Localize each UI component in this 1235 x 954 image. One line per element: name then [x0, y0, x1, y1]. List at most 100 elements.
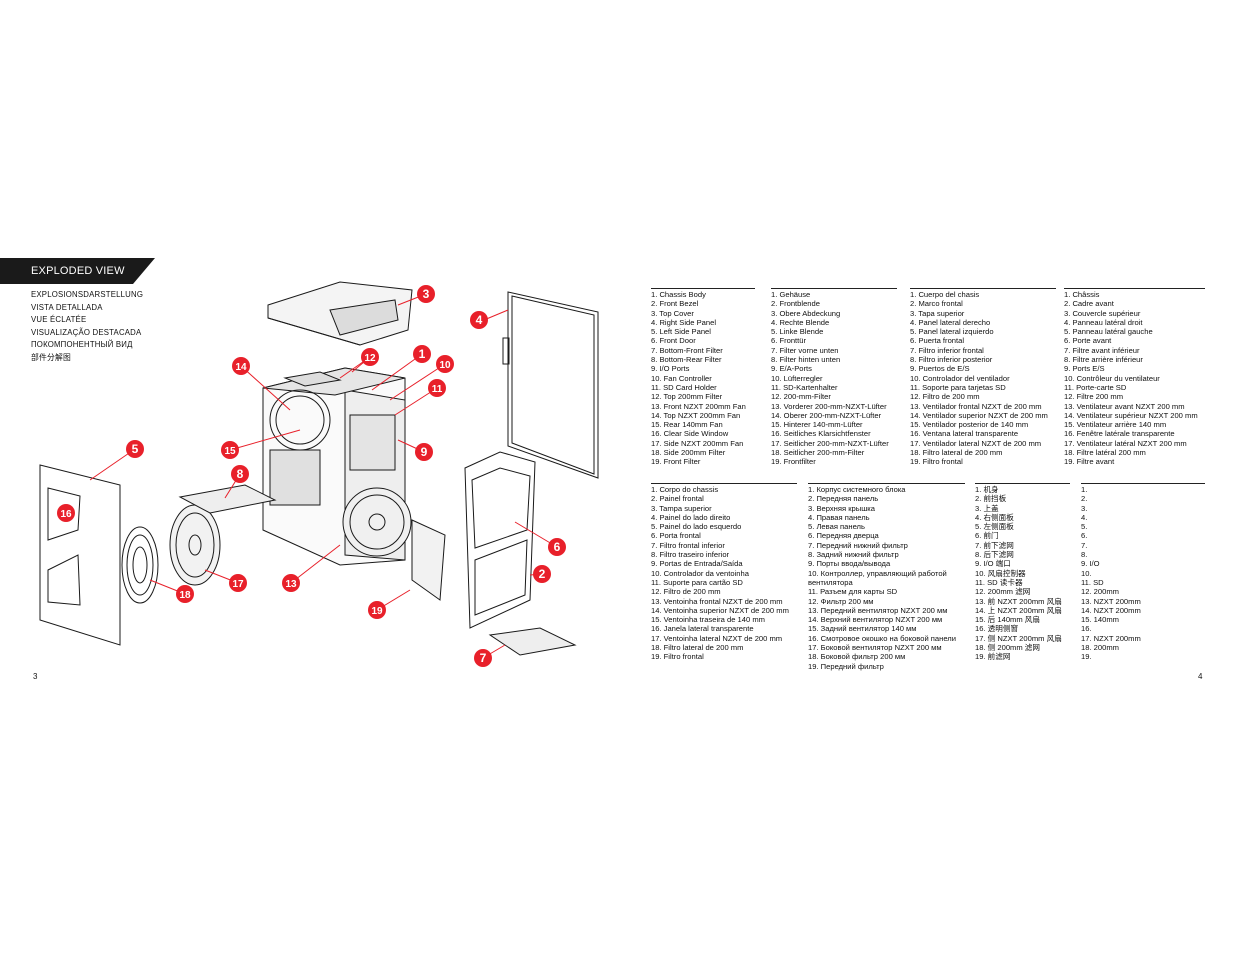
list-item: 9. Portas de Entrada/Saída: [651, 559, 743, 569]
list-item: 15. Ventilador posterior de 140 mm: [910, 420, 1029, 430]
list-item: 6. Передняя дверца: [808, 531, 879, 541]
list-item: 6. Porte avant: [1064, 336, 1112, 346]
list-item: 1. Corpo do chassis: [651, 485, 719, 494]
list-item: 18. 侧 200mm 滤网: [975, 643, 1040, 653]
list-item: 18. Filtre latéral 200 mm: [1064, 448, 1146, 458]
callout-2: 2: [533, 565, 551, 583]
list-item: 15. Hinterer 140-mm-Lüfter: [771, 420, 863, 430]
list-item: 15. Ventoinha traseira de 140 mm: [651, 615, 765, 625]
list-item: 9. Порты ввода/вывода: [808, 559, 891, 569]
list-item: 10. 风扇控制器: [975, 568, 1026, 578]
list-item: 7. Filtro frontal inferior: [651, 540, 725, 550]
list-item: 13. Ventoinha frontal NZXT de 200 mm: [651, 596, 783, 606]
svg-text:7: 7: [480, 651, 487, 665]
list-item: 18. Боковой фильтр 200 мм: [808, 652, 906, 662]
list-item: 12. Filtro de 200 mm: [651, 587, 721, 597]
list-item: 14. Oberer 200-mm-NZXT-Lüfter: [771, 410, 882, 420]
list-item: 14. NZXT 200mm: [1081, 605, 1141, 615]
list-item: 15. 140mm: [1081, 615, 1119, 625]
list-item: 6. Fronttür: [771, 336, 807, 346]
list-item: 9. I/O: [1081, 559, 1100, 569]
svg-text:17: 17: [232, 579, 244, 590]
callout-1: 1: [413, 345, 431, 363]
list-item: 16. Seitliches Klarsichtfenster: [771, 429, 871, 439]
list-item: 18. Filtro lateral de 200 mm: [651, 643, 744, 653]
list-item: 11. SD-Kartenhalter: [771, 382, 838, 392]
list-item: 19. Front Filter: [651, 457, 701, 467]
list-item: 3. Top Cover: [651, 308, 694, 318]
list-item: 4.: [1081, 512, 1088, 522]
list-item: 19. Frontfilter: [771, 457, 816, 467]
divider: [975, 483, 1070, 484]
list-item: 5. 左侧面板: [975, 522, 1014, 532]
list-item: 13. Front NZXT 200mm Fan: [651, 401, 746, 411]
list-item: 12. 200mm 滤网: [975, 587, 1031, 597]
list-item: 10. Lüfterregler: [771, 373, 823, 383]
list-item: 13. Vorderer 200-mm-NZXT-Lüfter: [771, 401, 887, 411]
svg-text:11: 11: [432, 384, 443, 395]
callout-13: 13: [282, 574, 300, 592]
list-item: 14. Ventilador superior NZXT de 200 mm: [910, 410, 1048, 420]
list-item: 17. Ventoinha lateral NZXT de 200 mm: [651, 633, 783, 643]
subtitle-russian: ПОКОМПОНЕНТНЫЙ ВИД: [31, 340, 133, 350]
list-item: 6. Porta frontal: [651, 531, 701, 541]
list-item: 16. Смотровое окошко на боковой панели: [808, 633, 956, 643]
list-item: 3. Obere Abdeckung: [771, 308, 841, 318]
list-item: 12. Фильтр 200 мм: [808, 596, 874, 606]
list-item: 5.: [1081, 522, 1088, 532]
list-item: 3. 上盖: [975, 503, 999, 513]
list-item: 16.: [1081, 624, 1092, 634]
list-item: 14. 上 NZXT 200mm 风扇: [975, 605, 1062, 615]
list-item: 17. Ventilador lateral NZXT de 200 mm: [910, 438, 1042, 448]
list-item: 4. Panel lateral derecho: [910, 317, 991, 327]
list-item: 13. Ventilateur avant NZXT 200 mm: [1064, 401, 1185, 411]
list-item: 2. Передняя панель: [808, 494, 879, 504]
list-item: 2. 前挡板: [975, 494, 1007, 504]
callout-11: 11: [428, 379, 446, 397]
divider: [1064, 288, 1205, 289]
list-item: 4. 右侧面板: [975, 512, 1014, 522]
svg-text:12: 12: [364, 353, 376, 364]
callout-16: 16: [57, 504, 75, 522]
list-item: 3. Tampa superior: [651, 503, 712, 513]
list-item: 11. SD: [1081, 577, 1104, 587]
list-item: 10. Controlador da ventoinha: [651, 568, 749, 578]
list-item: 1. Корпус системного блока: [808, 485, 906, 494]
callout-17: 17: [229, 574, 247, 592]
list-item: 15. Ventilateur arrière 140 mm: [1064, 420, 1167, 430]
list-item: 15. Задний вентилятор 140 мм: [808, 624, 917, 634]
list-item: 2. Cadre avant: [1064, 299, 1114, 309]
list-item: 14. Ventilateur supérieur NZXT 200 mm: [1064, 410, 1198, 420]
divider: [808, 483, 965, 484]
list-item: 19. 前滤网: [975, 652, 1011, 662]
list-item: 18. Side 200mm Filter: [651, 448, 726, 458]
side-fan-drawing: [169, 504, 221, 586]
svg-text:2: 2: [539, 567, 546, 581]
exploded-diagram: 1 2 3 4 5 6 7 8 9 10 11 12 13 14 15 16 1…: [39, 281, 599, 667]
list-item: 11. Soporte para tarjetas SD: [910, 382, 1006, 392]
svg-text:14: 14: [235, 362, 247, 373]
list-item: 16. 透明侧窗: [975, 624, 1019, 634]
callout-8: 8: [231, 465, 249, 483]
list-item: 17. 侧 NZXT 200mm 风扇: [975, 633, 1062, 643]
svg-text:16: 16: [60, 509, 72, 520]
right-side-panel-drawing: [502, 291, 599, 479]
svg-text:3: 3: [423, 287, 430, 301]
list-item: 6. Front Door: [651, 336, 696, 346]
list-item: 12. Top 200mm Filter: [651, 392, 723, 402]
list-item: 7. Filtre avant inférieur: [1064, 345, 1140, 355]
list-item: 19. Filtro frontal: [651, 652, 704, 662]
list-item: 8. Filter hinten unten: [771, 355, 841, 365]
list-item: 1. Châssis: [1064, 290, 1100, 299]
divider: [771, 288, 897, 289]
list-item: 2. Painel frontal: [651, 494, 704, 504]
list-item: 17. Боковой вентилятор NZXT 200 мм: [808, 643, 942, 653]
subtitle-chinese: 部件分解图: [31, 352, 71, 362]
callout-markers: 1 2 3 4 5 6 7 8 9 10 11 12 13 14 15 16 1…: [57, 285, 566, 667]
callout-12: 12: [361, 348, 379, 366]
list-item: 4. Painel do lado direito: [651, 512, 731, 522]
list-item: 9. I/O Ports: [651, 364, 690, 374]
list-item: 15. 后 140mm 风扇: [975, 615, 1040, 625]
